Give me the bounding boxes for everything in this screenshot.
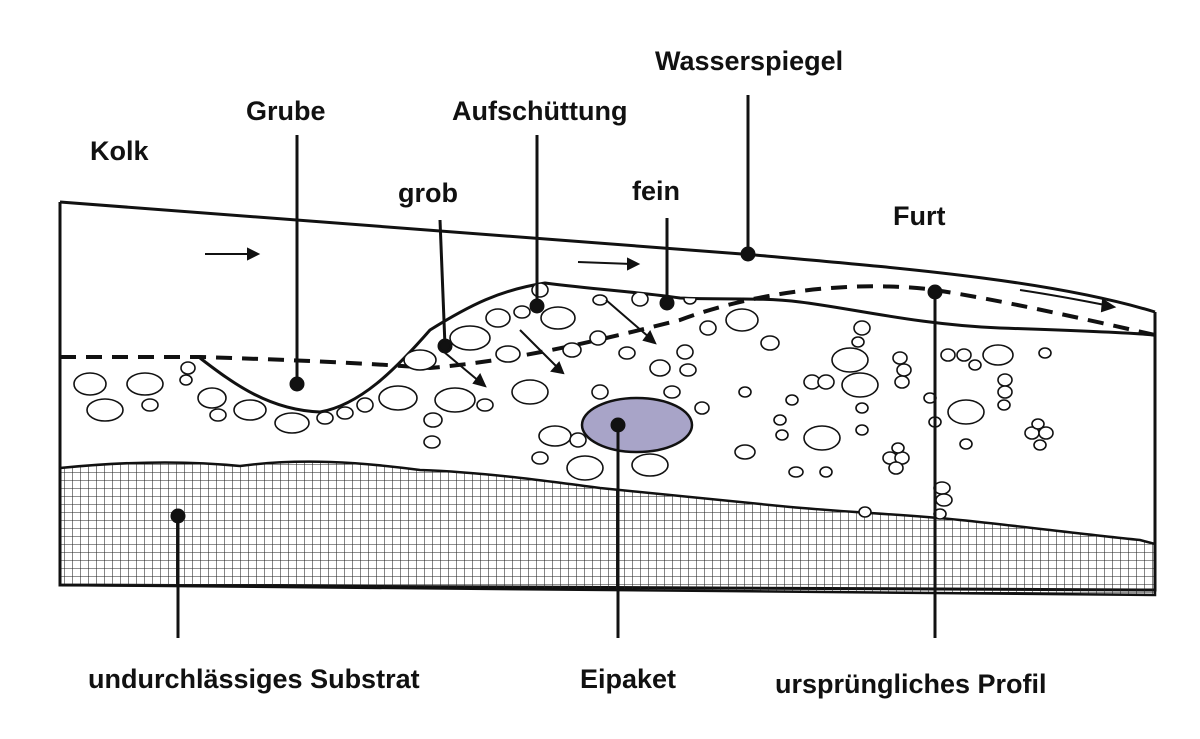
gravel-stone	[532, 452, 548, 464]
gravel-stone	[234, 400, 266, 420]
gravel-stone	[337, 407, 353, 419]
label-wasserspiegel: Wasserspiegel	[655, 46, 843, 76]
gravel-stone	[532, 283, 548, 297]
gravel-stone	[198, 388, 226, 408]
gravel-stone	[619, 347, 635, 359]
gravel-stone	[592, 385, 608, 399]
gravel-stone	[941, 349, 955, 361]
label-grube: Grube	[246, 96, 326, 126]
gravel-stone	[842, 373, 878, 397]
impermeable-substrate	[60, 462, 1155, 595]
gravel-stone	[998, 400, 1010, 410]
gravel-stone	[590, 331, 606, 345]
gravel-stone	[142, 399, 158, 411]
label-furt: Furt	[893, 201, 945, 231]
gravel-stone	[677, 345, 693, 359]
gravel-stone	[1032, 419, 1044, 429]
gravel-stone	[695, 402, 709, 414]
gravel-stone	[774, 415, 786, 425]
gravel-stone	[856, 403, 868, 413]
gravel-stone	[892, 443, 904, 453]
gravel-stone	[1034, 440, 1046, 450]
label-kolk: Kolk	[90, 136, 149, 166]
gravel-stone	[357, 398, 373, 412]
gravel-stone	[856, 425, 868, 435]
gravel-stone	[957, 349, 971, 361]
gravel-stone	[776, 430, 788, 440]
gravel-stone	[567, 456, 603, 480]
gravel-stone	[632, 454, 668, 476]
gravel-stone	[477, 399, 493, 411]
gravel-stone	[726, 309, 758, 331]
gravel-stone	[854, 321, 870, 335]
gravel-stone	[948, 400, 984, 424]
gravel-stone	[897, 364, 911, 376]
gravel-stone	[889, 462, 903, 474]
gravel-stone	[983, 345, 1013, 365]
gravel-stone	[435, 388, 475, 412]
gravel-stone	[786, 395, 798, 405]
gravel-stone	[818, 375, 834, 389]
gravel-stone	[275, 413, 309, 433]
gravel-stone	[684, 294, 696, 304]
gravel-stone	[317, 412, 333, 424]
gravel-stone	[789, 467, 803, 477]
gravel-stone	[593, 295, 607, 305]
gravel-stone	[969, 360, 981, 370]
gravel-stone	[936, 494, 952, 506]
gravel-stone	[180, 375, 192, 385]
gravel-stone	[650, 360, 670, 376]
gravel-stone	[424, 413, 442, 427]
gravel-stone	[424, 436, 440, 448]
gravel-stone	[496, 346, 520, 362]
gravel-stone	[514, 306, 530, 318]
gravel-stone	[1039, 348, 1051, 358]
label-profil: ursprüngliches Profil	[775, 669, 1047, 699]
gravel-stone	[181, 362, 195, 374]
gravel-stone	[761, 336, 779, 350]
gravel-stone	[664, 386, 680, 398]
water-surface	[60, 202, 1155, 312]
gravel-stone	[960, 439, 972, 449]
gravel-stone	[735, 445, 755, 459]
gravel-stone	[127, 373, 163, 395]
label-aufschuettung: Aufschüttung	[452, 96, 627, 126]
gravel-stone	[700, 321, 716, 335]
gravel-stone	[379, 386, 417, 410]
gravel-stone	[804, 426, 840, 450]
gravel-stone	[74, 373, 106, 395]
gravel-stone	[512, 380, 548, 404]
gravel-stone	[210, 409, 226, 421]
gravel-stone	[893, 352, 907, 364]
gravel-stone	[632, 292, 648, 306]
label-eipaket: Eipaket	[580, 664, 676, 694]
gravel-stone	[859, 507, 871, 517]
flow-arrows	[205, 249, 1114, 311]
gravel-stone	[563, 343, 581, 357]
gravel-stone	[895, 376, 909, 388]
gravel-stone	[87, 399, 123, 421]
gravel-stone	[998, 374, 1012, 386]
gravel-stone	[852, 337, 864, 347]
gravel-stone	[739, 387, 751, 397]
label-substrat: undurchlässiges Substrat	[88, 664, 420, 694]
gravel-stone	[680, 364, 696, 376]
gravel-stone	[998, 386, 1012, 398]
gravel-stone	[539, 426, 571, 446]
label-fein: fein	[632, 176, 680, 206]
gravel-stone	[541, 307, 575, 329]
gravel-stone	[450, 326, 490, 350]
label-grob: grob	[398, 178, 458, 208]
gravel-stone	[820, 467, 832, 477]
gravel-stone	[570, 433, 586, 447]
egg-pocket-shape	[582, 398, 692, 452]
gravel-stone	[832, 348, 868, 372]
gravel-stone	[486, 309, 510, 327]
